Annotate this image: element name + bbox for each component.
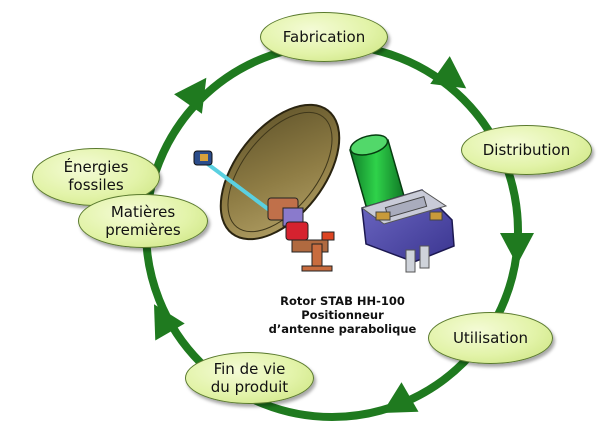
stage-matieres-premieres: Matières premières xyxy=(78,194,208,248)
stage-energies-fossiles-line-2: fossiles xyxy=(68,176,124,194)
product-caption: Rotor STAB HH-100 Positionneur d’antenne… xyxy=(235,294,450,336)
satellite-dish-icon xyxy=(193,103,341,272)
stage-fin-de-vie: Fin de vie du produit xyxy=(185,352,314,404)
arrow-head-right xyxy=(500,233,534,265)
arrow-head-bottom-right xyxy=(382,382,419,413)
arrow-head-top-left xyxy=(174,77,207,114)
stage-energies-fossiles-line-1: Énergies xyxy=(63,158,129,176)
stage-fabrication-label: Fabrication xyxy=(282,28,366,46)
stage-fabrication: Fabrication xyxy=(260,12,388,62)
stage-fin-de-vie-line-2: du produit xyxy=(210,378,289,396)
stage-distribution-label: Distribution xyxy=(482,141,571,159)
caption-line-3: d’antenne parabolique xyxy=(268,322,417,336)
arrow-head-bottom-left xyxy=(154,304,185,341)
caption-line-2: Positionneur xyxy=(301,308,384,322)
stage-distribution: Distribution xyxy=(461,125,592,175)
rotor-unit-icon xyxy=(349,134,455,273)
stage-utilisation: Utilisation xyxy=(428,312,553,364)
arrow-head-top-right xyxy=(430,56,467,89)
caption-line-1: Rotor STAB HH-100 xyxy=(280,294,405,308)
stage-utilisation-label: Utilisation xyxy=(452,329,529,347)
stage-matieres-premieres-line-2: premières xyxy=(105,221,181,239)
stage-matieres-premieres-line-1: Matières xyxy=(110,203,176,221)
stage-fin-de-vie-line-1: Fin de vie xyxy=(213,360,286,378)
